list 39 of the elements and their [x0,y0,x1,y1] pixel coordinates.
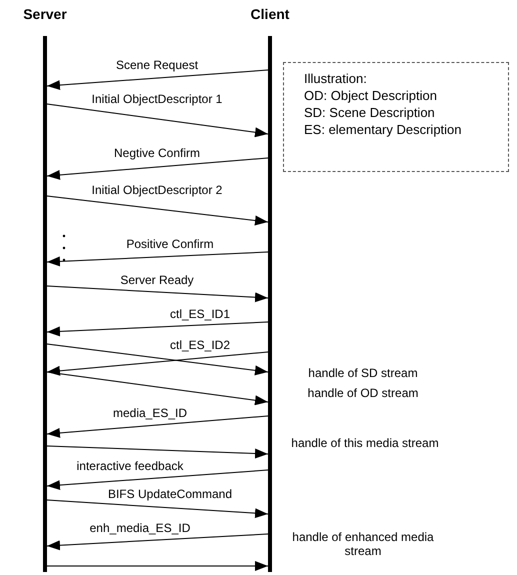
message-arrow [46,158,268,180]
edge-label: enh_media_ES_ID [88,521,192,536]
edge-label: Initial ObjectDescriptor 2 [90,183,224,198]
message-arrow [46,322,268,336]
edge-label: Server Ready [119,272,195,287]
lifeline-heading: Client [250,6,290,22]
note-text: OD: Object Description [304,88,438,103]
annotation-text: handle of enhanced media stream [291,530,435,558]
message-arrow [46,70,268,90]
edge-label: Initial ObjectDescriptor 1 [90,92,224,106]
legend-note-box [283,62,509,172]
note-text: SD: Scene Description [304,105,436,120]
message-arrow [46,196,268,226]
lifeline-heading: Server [23,6,67,22]
note-text: ES: elementary Description [304,122,463,137]
edge-label: ctl_ES_ID2 [168,338,232,352]
message-arrow [46,104,268,138]
note-text: Illustration: [304,71,368,86]
message-arrow [46,252,268,266]
annotation-text: handle of this media stream [290,436,440,450]
annotation-text: handle of SD stream [307,366,419,380]
edge-label: Positive Confirm [125,237,215,252]
message-arrow [46,446,268,459]
message-arrow [46,344,268,376]
edge-label: interactive feedback [76,458,184,473]
edge-label: Negtive Confirm [112,146,202,160]
edge-label: Scene Request [114,58,200,72]
message-arrow [46,352,268,376]
message-arrow [46,534,268,550]
message-arrow [46,286,268,302]
message-arrow [46,416,268,438]
message-arrow [46,500,268,518]
edge-label: ctl_ES_ID1 [168,306,232,321]
edge-label: media_ES_ID [112,406,188,420]
edge-label: BIFS UpdateCommand [106,486,234,501]
annotation-text: handle of OD stream [306,386,420,400]
message-arrow [46,372,268,406]
message-arrow [46,561,268,571]
message-arrow [46,470,268,490]
